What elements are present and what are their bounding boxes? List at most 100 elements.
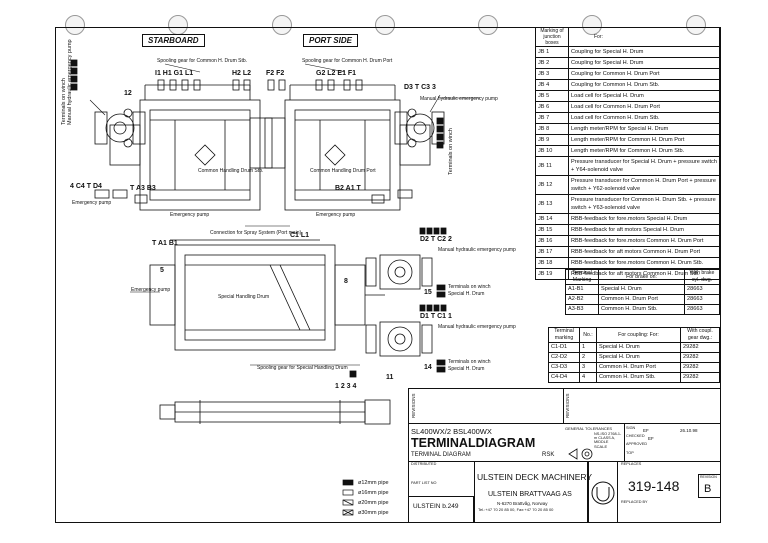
code-n11: 11: [386, 374, 394, 381]
jb-for-cell: RBB-feedback for aft motors Special H. D…: [568, 224, 720, 236]
general-tolerances-label: GENERAL TOLERANCES: [565, 426, 613, 431]
port-side-label: PORT SIDE: [303, 34, 358, 47]
jb-marking-cell: JB 6: [535, 101, 569, 113]
label-terminals-special-2: Terminals on winch: [448, 359, 491, 365]
brake-header-terminal: Terminal Marking: [565, 269, 599, 285]
terminal-boxes: [70, 59, 447, 378]
label-terminals-special-1: Terminals on winch: [448, 284, 491, 290]
label-common-stb: Common Handling Drum Stb.: [198, 168, 264, 174]
brake-table: Terminal Marking For brake on: With brak…: [565, 269, 720, 315]
top-label: TOP: [626, 451, 634, 455]
coupling-cell: C4-D4: [548, 372, 580, 383]
coupling-cell: Common H. Drum Stb.: [596, 372, 681, 383]
coupling-cell: 29282: [680, 352, 720, 363]
jb-marking-cell: JB 8: [535, 123, 569, 135]
binder-hole: [65, 15, 85, 35]
label-special-2: Special H. Drum: [448, 366, 485, 372]
code-c1: C1 L1: [290, 232, 310, 239]
jb-marking-cell: JB 3: [535, 68, 569, 80]
label-common-port: Common Handling Drum Port: [310, 168, 376, 174]
binder-hole: [272, 15, 292, 35]
jb-marking-cell: JB 7: [535, 112, 569, 124]
checked-label: CHECKED: [626, 434, 645, 438]
legend-item: ø20mm pipe: [358, 500, 389, 506]
jb-for-cell: Pressure transducer for Common H. Drum S…: [568, 194, 720, 214]
jb-for-cell: RBB-feedback for aft motors Common H. Dr…: [568, 246, 720, 258]
jb-marking-cell: JB 16: [535, 235, 569, 247]
revisions-area: [408, 388, 721, 424]
label-spooling-special: Spooling gear for Special Handling Drum: [257, 365, 348, 371]
port-side-winch: [264, 79, 445, 211]
starboard-winch: [94, 79, 273, 211]
brake-cell: A3-B3: [565, 304, 599, 315]
label-terminals-winch-right: Terminals on winch: [448, 128, 454, 175]
coupling-cell: 29282: [680, 372, 720, 383]
code-b2: B2 A1 T: [335, 185, 361, 192]
jb-marking-cell: JB 5: [535, 90, 569, 102]
code-port-top: F2 F2: [266, 70, 285, 77]
jb-marking-cell: JB 2: [535, 57, 569, 69]
jb-marking-cell: JB 15: [535, 224, 569, 236]
jb-for-cell: Length meter/RPM for Common H. Drum Port: [568, 134, 720, 146]
revisions-label-left: REVISIONS: [411, 393, 416, 418]
code-n5: 5: [160, 267, 164, 274]
project-code: SL400WX/2 BSL400WX: [411, 427, 492, 436]
tolerance-standard: NS-ISO 2768-1-m CLASS A, MIDDLE: [594, 432, 622, 444]
checked-initials: EF: [648, 436, 654, 441]
coupling-cell: Special H. Drum: [596, 342, 681, 353]
code-n12: 12: [124, 90, 132, 97]
coupling-header-dwg: With coupl. gear dwg.:: [680, 327, 720, 343]
jb-for-cell: Length meter/RPM for Special H. Drum: [568, 123, 720, 135]
brake-cell: 28663: [684, 304, 720, 315]
legend-item: ø12mm pipe: [358, 480, 389, 486]
jb-marking-cell: JB 17: [535, 246, 569, 258]
brake-cell: A2-B2: [565, 294, 599, 305]
company-address1: ULSTEIN BRATTVAAG AS: [488, 491, 572, 498]
code-stb-top: I1 H1 G1 L1: [155, 70, 194, 77]
label-manual-pump-left: Manual hydraulic emergency pump: [67, 39, 73, 125]
coupling-cell: 29282: [680, 342, 720, 353]
code-port-top2: G2 L2 E1 F1: [316, 70, 357, 77]
revision-label: REVISION: [700, 475, 717, 479]
coupling-cell: C3-D3: [548, 362, 580, 373]
brake-cell: Common H. Drum Port: [598, 294, 685, 305]
special-handling-drum: [149, 239, 433, 357]
sign-label: SIGN: [626, 426, 636, 430]
code-c4: 4 C4 T D4: [70, 183, 102, 190]
jb-for-cell: Coupling for Common H. Drum Stb.: [568, 79, 720, 91]
pipe-legend-swatches: [342, 479, 354, 516]
jb-marking-cell: JB 12: [535, 175, 569, 195]
jb-for-cell: Pressure transducer for Common H. Drum P…: [568, 175, 720, 195]
coupling-cell: 4: [579, 372, 597, 383]
starboard-label: STARBOARD: [142, 34, 205, 47]
jb-for-cell: Coupling for Common H. Drum Port: [568, 68, 720, 80]
label-emergency-pump-3: Emergency pump: [316, 212, 356, 218]
part-list-label: PART LIST NO: [411, 481, 437, 485]
jb-marking-cell: JB 10: [535, 145, 569, 157]
brake-cell: Special H. Drum: [598, 284, 685, 295]
coupling-cell: 1: [579, 342, 597, 353]
label-emergency-pump-1: Emergency pump: [72, 200, 112, 206]
coupling-cell: C1-D1: [548, 342, 580, 353]
code-n15: 15: [424, 289, 432, 296]
drawing-title: TERMINALDIAGRAM: [411, 436, 536, 450]
tol-sep: [624, 424, 625, 461]
distributed-label: DISTRIBUTED: [411, 462, 437, 466]
jb-header-marking: Marking of junction boxes: [535, 27, 569, 47]
